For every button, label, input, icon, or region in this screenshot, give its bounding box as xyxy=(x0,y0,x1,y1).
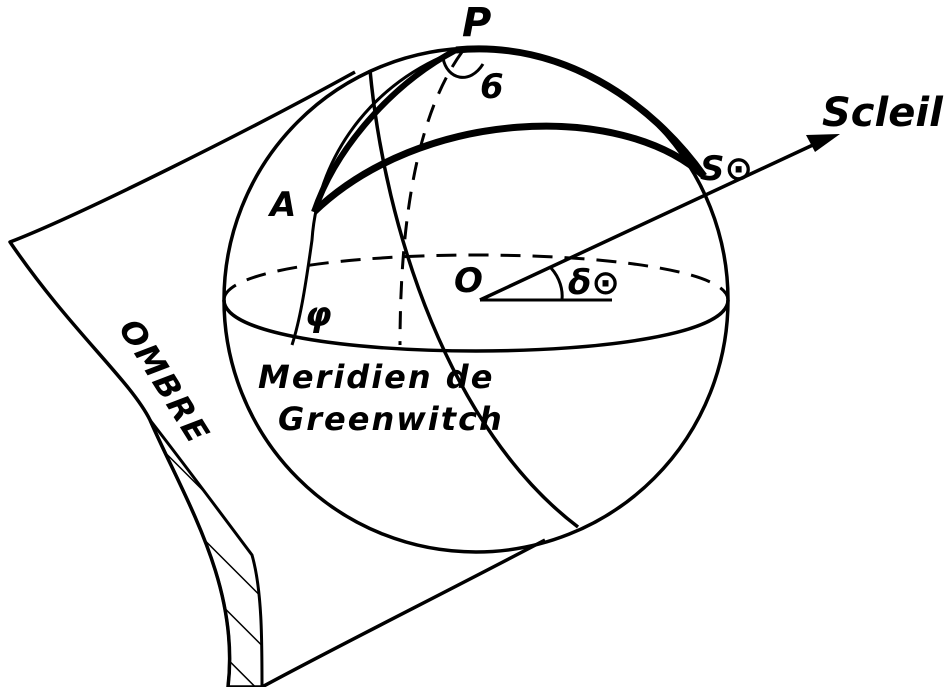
equator-back xyxy=(222,253,730,301)
shadow-hatched-region xyxy=(148,419,264,687)
pole-label: P xyxy=(462,0,491,46)
meridian-label-line2: Greenwitch xyxy=(278,400,504,438)
sigma-label: 6 xyxy=(480,67,504,107)
meridian-label-line1: Meridien de xyxy=(258,358,494,396)
declination-arc xyxy=(549,266,564,301)
point-a-label: A xyxy=(267,185,296,225)
sun-label: Scleil xyxy=(822,90,944,136)
center-label: O xyxy=(454,261,483,301)
equator-front xyxy=(222,299,730,353)
arc-pole-sun xyxy=(455,45,707,179)
latitude-label: φ xyxy=(305,295,332,335)
terminator-circle xyxy=(368,69,580,529)
back-meridian-dashed xyxy=(398,51,464,346)
arc-a-sun xyxy=(311,122,707,215)
arc-pole-a xyxy=(311,47,458,213)
sun-ray xyxy=(479,142,816,302)
sigma-angle-arc xyxy=(441,57,485,79)
sun-arrowhead xyxy=(806,134,840,152)
shadow-label: OMBRE xyxy=(111,312,217,451)
declination-label: δ⊙ xyxy=(568,263,620,303)
sun-point-label: S⊙ xyxy=(700,149,753,189)
